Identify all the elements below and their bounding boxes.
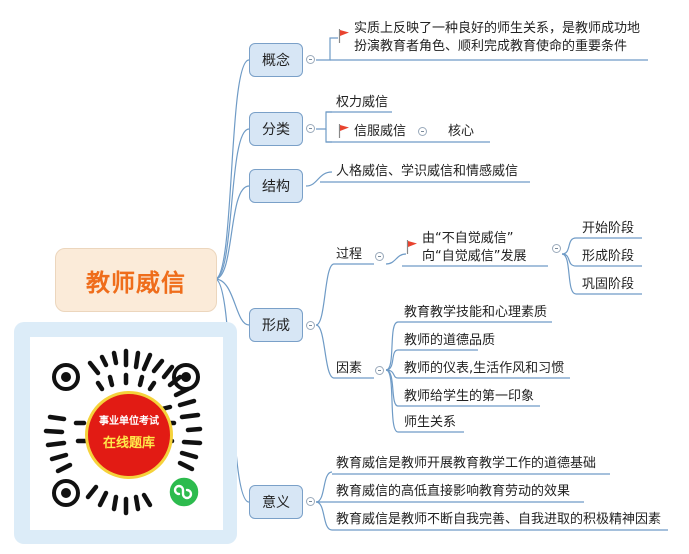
factors-label: 因素 bbox=[336, 361, 363, 376]
collapse-toggle-icon[interactable] bbox=[418, 127, 427, 136]
factor-item: 教育教学技能和心理素质 bbox=[404, 305, 548, 320]
flag-icon bbox=[338, 29, 349, 43]
meaning-item: 教育威信是教师开展教育教学工作的道德基础 bbox=[336, 456, 597, 471]
category-item-power: 权力威信 bbox=[336, 95, 389, 110]
structure-text: 人格威信、学识威信和情感威信 bbox=[336, 164, 519, 179]
qr-pattern bbox=[43, 348, 203, 516]
flag-icon bbox=[338, 124, 349, 138]
collapse-toggle-icon[interactable] bbox=[375, 252, 384, 261]
collapse-toggle-icon[interactable] bbox=[375, 366, 384, 375]
topic-structure[interactable]: 结构 bbox=[249, 169, 303, 203]
factor-item: 教师的仪表,生活作风和习惯 bbox=[404, 361, 565, 376]
process-text-line2: 向“自觉威信”发展 bbox=[422, 249, 527, 264]
factor-item: 教师给学生的第一印象 bbox=[404, 389, 535, 404]
root-topic[interactable]: 教师威信 bbox=[55, 248, 217, 312]
stage-start: 开始阶段 bbox=[582, 221, 635, 236]
stage-consolidate: 巩固阶段 bbox=[582, 277, 635, 292]
collapse-toggle-icon[interactable] bbox=[306, 321, 315, 330]
collapse-toggle-icon[interactable] bbox=[306, 55, 315, 64]
topic-category[interactable]: 分类 bbox=[249, 112, 303, 146]
qr-center-badge: 事业单位考试 在线题库 bbox=[85, 391, 173, 479]
mini-program-icon bbox=[168, 476, 200, 508]
meaning-item: 教育威信的高低直接影响教育劳动的效果 bbox=[336, 484, 571, 499]
factor-item: 教师的道德品质 bbox=[404, 333, 496, 348]
topic-formation[interactable]: 形成 bbox=[249, 308, 303, 342]
qr-badge-line1: 事业单位考试 bbox=[99, 416, 159, 427]
category-item-conviction: 信服威信 bbox=[354, 124, 407, 139]
category-core: 核心 bbox=[448, 124, 475, 139]
concept-text-line2: 扮演教育者角色、顺利完成教育使命的重要条件 bbox=[354, 39, 628, 54]
collapse-toggle-icon[interactable] bbox=[306, 497, 315, 506]
collapse-toggle-icon[interactable] bbox=[306, 124, 315, 133]
process-text-line1: 由“不自觉威信” bbox=[422, 231, 514, 246]
meaning-item: 教育威信是教师不断自我完善、自我进取的积极精神因素 bbox=[336, 512, 662, 527]
topic-concept[interactable]: 概念 bbox=[249, 43, 303, 77]
stage-forming: 形成阶段 bbox=[582, 249, 635, 264]
process-label: 过程 bbox=[336, 247, 363, 262]
factor-item: 师生关系 bbox=[404, 415, 457, 430]
concept-text-line1: 实质上反映了一种良好的师生关系，是教师成功地 bbox=[354, 21, 641, 36]
qr-badge-line2: 在线题库 bbox=[102, 436, 155, 451]
collapse-toggle-icon[interactable] bbox=[552, 244, 561, 253]
flag-icon bbox=[406, 240, 417, 254]
topic-meaning[interactable]: 意义 bbox=[249, 485, 303, 519]
